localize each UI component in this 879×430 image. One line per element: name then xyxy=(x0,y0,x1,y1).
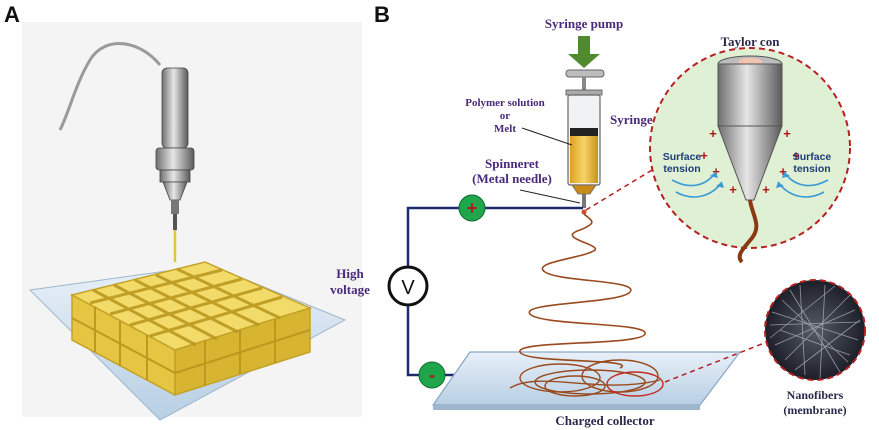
circuit-wire xyxy=(406,206,583,377)
syringe-label: Syringe xyxy=(610,112,653,127)
minus-symbol: - xyxy=(429,365,435,385)
printer-cable xyxy=(58,42,162,131)
svg-text:+: + xyxy=(709,126,717,141)
nanofiber-connector xyxy=(664,339,773,383)
spinneret-pointer xyxy=(519,189,581,204)
nanofiber-membrane-zoom: Nanofibers (membrane) xyxy=(764,279,866,417)
print-head xyxy=(155,67,195,262)
lattice-scaffold xyxy=(69,261,313,397)
spinneret-label-line1: Spinneret xyxy=(485,156,540,171)
spinneret-label-line2: (Metal needle) xyxy=(472,171,552,186)
whipping-jet xyxy=(519,213,646,369)
polymer-pointer xyxy=(521,127,573,146)
panel-label-a: A xyxy=(4,2,20,27)
polymer-label-line2: or xyxy=(500,110,511,122)
surface-tension-left-line2: tension xyxy=(663,163,700,175)
panel-a-bioprinter xyxy=(22,22,362,421)
svg-text:+: + xyxy=(729,182,737,197)
charged-collector-label: Charged collector xyxy=(555,413,655,428)
svg-text:+: + xyxy=(783,126,791,141)
collector-edge xyxy=(433,405,700,410)
voltmeter-symbol: V xyxy=(401,277,415,299)
plunger-rod xyxy=(582,77,586,90)
syringe-pump-label: Syringe pump xyxy=(545,16,623,31)
taylor-cone-label: Taylor con xyxy=(721,34,781,49)
surface-tension-left-line1: Surface xyxy=(663,151,702,163)
plus-symbol: + xyxy=(467,198,478,218)
svg-text:+: + xyxy=(712,164,720,179)
negative-electrode: - xyxy=(418,361,446,389)
syringe xyxy=(565,89,603,215)
nanofibers-label-line1: Nanofibers xyxy=(787,388,844,402)
high-voltage-label-line2: voltage xyxy=(330,282,370,297)
svg-text:+: + xyxy=(700,148,708,163)
polymer-label-line3: Melt xyxy=(494,123,516,135)
surface-tension-right-line1: Surface xyxy=(793,151,832,163)
taylor-cone-zoom: Taylor con + + + + + + + + Surface tensi… xyxy=(649,34,851,264)
plunger-cap xyxy=(565,69,605,78)
voltmeter: V xyxy=(387,265,429,307)
svg-text:+: + xyxy=(792,148,800,163)
high-voltage-label-line1: High xyxy=(336,266,364,281)
pump-arrow xyxy=(568,36,600,68)
charged-collector-plate xyxy=(431,351,742,406)
surface-tension-right-line2: tension xyxy=(793,163,830,175)
nanofibers-label-line2: (membrane) xyxy=(783,403,846,417)
positive-electrode: + xyxy=(458,194,486,222)
svg-text:+: + xyxy=(779,164,787,179)
svg-text:+: + xyxy=(762,182,770,197)
polymer-label-line1: Polymer solution xyxy=(465,97,545,109)
panel-label-b: B xyxy=(374,2,390,27)
deposited-fibers xyxy=(509,359,664,397)
panel-b-electrospinning: Syringe pump Polymer solution or Melt Sy… xyxy=(330,16,866,428)
